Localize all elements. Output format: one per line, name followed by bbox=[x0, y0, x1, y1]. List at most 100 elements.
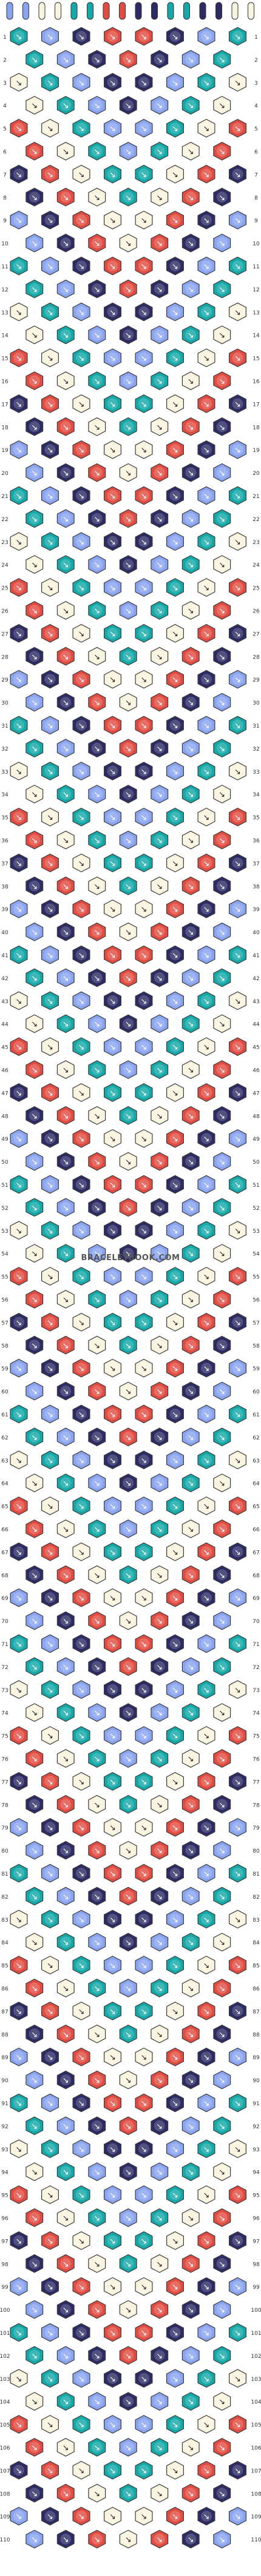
knot-arrow-icon: ↘ bbox=[141, 1364, 147, 1373]
knot-arrow-icon: ↘ bbox=[188, 2214, 194, 2223]
knot-arrow-icon: ↘ bbox=[47, 2512, 53, 2521]
knot-arrow-icon: ↘ bbox=[47, 446, 53, 455]
knot-arrow-icon: ↘ bbox=[78, 768, 85, 777]
knot-highlight bbox=[29, 53, 40, 65]
row-label-left: 29 bbox=[1, 677, 8, 683]
knot-arrow-icon: ↘ bbox=[78, 951, 85, 960]
row-label-left: 8 bbox=[3, 195, 7, 201]
knot-arrow-icon: ↘ bbox=[63, 2306, 69, 2315]
knot-highlight bbox=[60, 283, 72, 294]
knot-arrow-icon: ↘ bbox=[172, 859, 178, 868]
knot-highlight bbox=[185, 329, 197, 340]
knot-arrow-icon: ↘ bbox=[141, 446, 147, 455]
knot-arrow-icon: ↘ bbox=[234, 1135, 241, 1144]
knot-arrow-icon: ↘ bbox=[78, 1273, 85, 1282]
knot-highlight bbox=[29, 99, 40, 111]
knot bbox=[135, 348, 153, 367]
knot-arrow-icon: ↘ bbox=[16, 1594, 22, 1603]
knot bbox=[10, 73, 28, 92]
knot-highlight bbox=[169, 444, 181, 456]
knot-arrow-icon: ↘ bbox=[219, 745, 225, 754]
row-label-right: 38 bbox=[253, 884, 260, 890]
knot-arrow-icon: ↘ bbox=[203, 997, 210, 1006]
knot-arrow-icon: ↘ bbox=[31, 515, 38, 524]
knot-arrow-icon: ↘ bbox=[188, 2122, 194, 2131]
knot-arrow-icon: ↘ bbox=[63, 1939, 69, 1948]
row-label-right: 20 bbox=[253, 471, 260, 477]
row-label-left: 51 bbox=[1, 1183, 8, 1189]
row-label-left: 109 bbox=[0, 2514, 10, 2520]
knot-arrow-icon: ↘ bbox=[234, 1640, 241, 1649]
knot-arrow-icon: ↘ bbox=[219, 652, 225, 662]
knot-arrow-icon: ↘ bbox=[63, 1296, 69, 1305]
knot-arrow-icon: ↘ bbox=[125, 1663, 132, 1672]
row-label-left: 43 bbox=[1, 999, 8, 1005]
knot-arrow-icon: ↘ bbox=[47, 1135, 53, 1144]
knot-highlight bbox=[216, 329, 228, 340]
knot-highlight bbox=[29, 191, 40, 203]
knot-arrow-icon: ↘ bbox=[16, 538, 22, 547]
knot bbox=[119, 50, 137, 69]
knot bbox=[88, 417, 106, 436]
row-label-left: 99 bbox=[1, 2285, 8, 2291]
knot-arrow-icon: ↘ bbox=[125, 2306, 132, 2315]
knot-arrow-icon: ↘ bbox=[172, 676, 178, 685]
knot bbox=[197, 27, 215, 46]
knot-arrow-icon: ↘ bbox=[109, 997, 116, 1006]
knot-arrow-icon: ↘ bbox=[125, 1296, 132, 1305]
knot-arrow-icon: ↘ bbox=[234, 1594, 241, 1603]
row-label-left: 89 bbox=[1, 2055, 8, 2061]
knot-arrow-icon: ↘ bbox=[47, 492, 53, 501]
row-label-right: 72 bbox=[253, 1665, 259, 1671]
knot bbox=[10, 27, 28, 46]
row-label-left: 79 bbox=[1, 1825, 8, 1831]
row-label-left: 11 bbox=[1, 264, 8, 270]
knot-arrow-icon: ↘ bbox=[203, 2053, 210, 2062]
knot-arrow-icon: ↘ bbox=[93, 2076, 100, 2085]
knot-arrow-icon: ↘ bbox=[109, 1318, 116, 1327]
knot-arrow-icon: ↘ bbox=[219, 1709, 225, 1718]
row-label-right: 13 bbox=[253, 310, 259, 316]
knot bbox=[229, 256, 246, 276]
knot-arrow-icon: ↘ bbox=[31, 1801, 38, 1810]
knot bbox=[151, 371, 169, 390]
knot-arrow-icon: ↘ bbox=[63, 1387, 69, 1396]
knot-arrow-icon: ↘ bbox=[125, 1158, 132, 1167]
knot-highlight bbox=[13, 122, 24, 134]
knot-arrow-icon: ↘ bbox=[156, 2122, 163, 2131]
knot bbox=[135, 256, 153, 276]
knot-arrow-icon: ↘ bbox=[31, 1709, 38, 1718]
knot-arrow-icon: ↘ bbox=[172, 354, 178, 363]
knot-arrow-icon: ↘ bbox=[203, 400, 210, 409]
row-label-right: 80 bbox=[253, 1848, 260, 1854]
knot-arrow-icon: ↘ bbox=[219, 1296, 225, 1305]
knot-arrow-icon: ↘ bbox=[63, 2444, 69, 2453]
row-label-left: 42 bbox=[1, 976, 8, 982]
knot-arrow-icon: ↘ bbox=[172, 2237, 178, 2246]
string-end-top bbox=[151, 2, 158, 20]
knot-arrow-icon: ↘ bbox=[234, 2145, 241, 2154]
row-label-right: 83 bbox=[253, 1917, 259, 1924]
row-label-right: 24 bbox=[253, 563, 260, 569]
knot-arrow-icon: ↘ bbox=[156, 1893, 163, 1902]
knot-arrow-icon: ↘ bbox=[125, 239, 132, 248]
row-label-right: 3 bbox=[254, 81, 258, 87]
knot-arrow-icon: ↘ bbox=[31, 1020, 38, 1029]
knot-highlight bbox=[76, 306, 87, 317]
knot-highlight bbox=[29, 145, 40, 157]
knot-highlight bbox=[107, 31, 118, 42]
knot-highlight bbox=[232, 214, 243, 226]
row-label-left: 31 bbox=[1, 723, 8, 729]
row-label-right: 59 bbox=[253, 1366, 260, 1372]
knot-highlight bbox=[169, 76, 181, 88]
row-label-left: 37 bbox=[1, 861, 8, 867]
knot bbox=[56, 371, 75, 390]
knot-arrow-icon: ↘ bbox=[188, 285, 194, 294]
knot-arrow-icon: ↘ bbox=[47, 1273, 53, 1282]
row-label-right: 30 bbox=[253, 700, 260, 706]
knot-arrow-icon: ↘ bbox=[203, 1181, 210, 1190]
knot-arrow-icon: ↘ bbox=[109, 1916, 116, 1925]
knot-arrow-icon: ↘ bbox=[16, 170, 22, 179]
row-label-left: 38 bbox=[1, 884, 8, 890]
row-label-left: 58 bbox=[1, 1343, 8, 1349]
